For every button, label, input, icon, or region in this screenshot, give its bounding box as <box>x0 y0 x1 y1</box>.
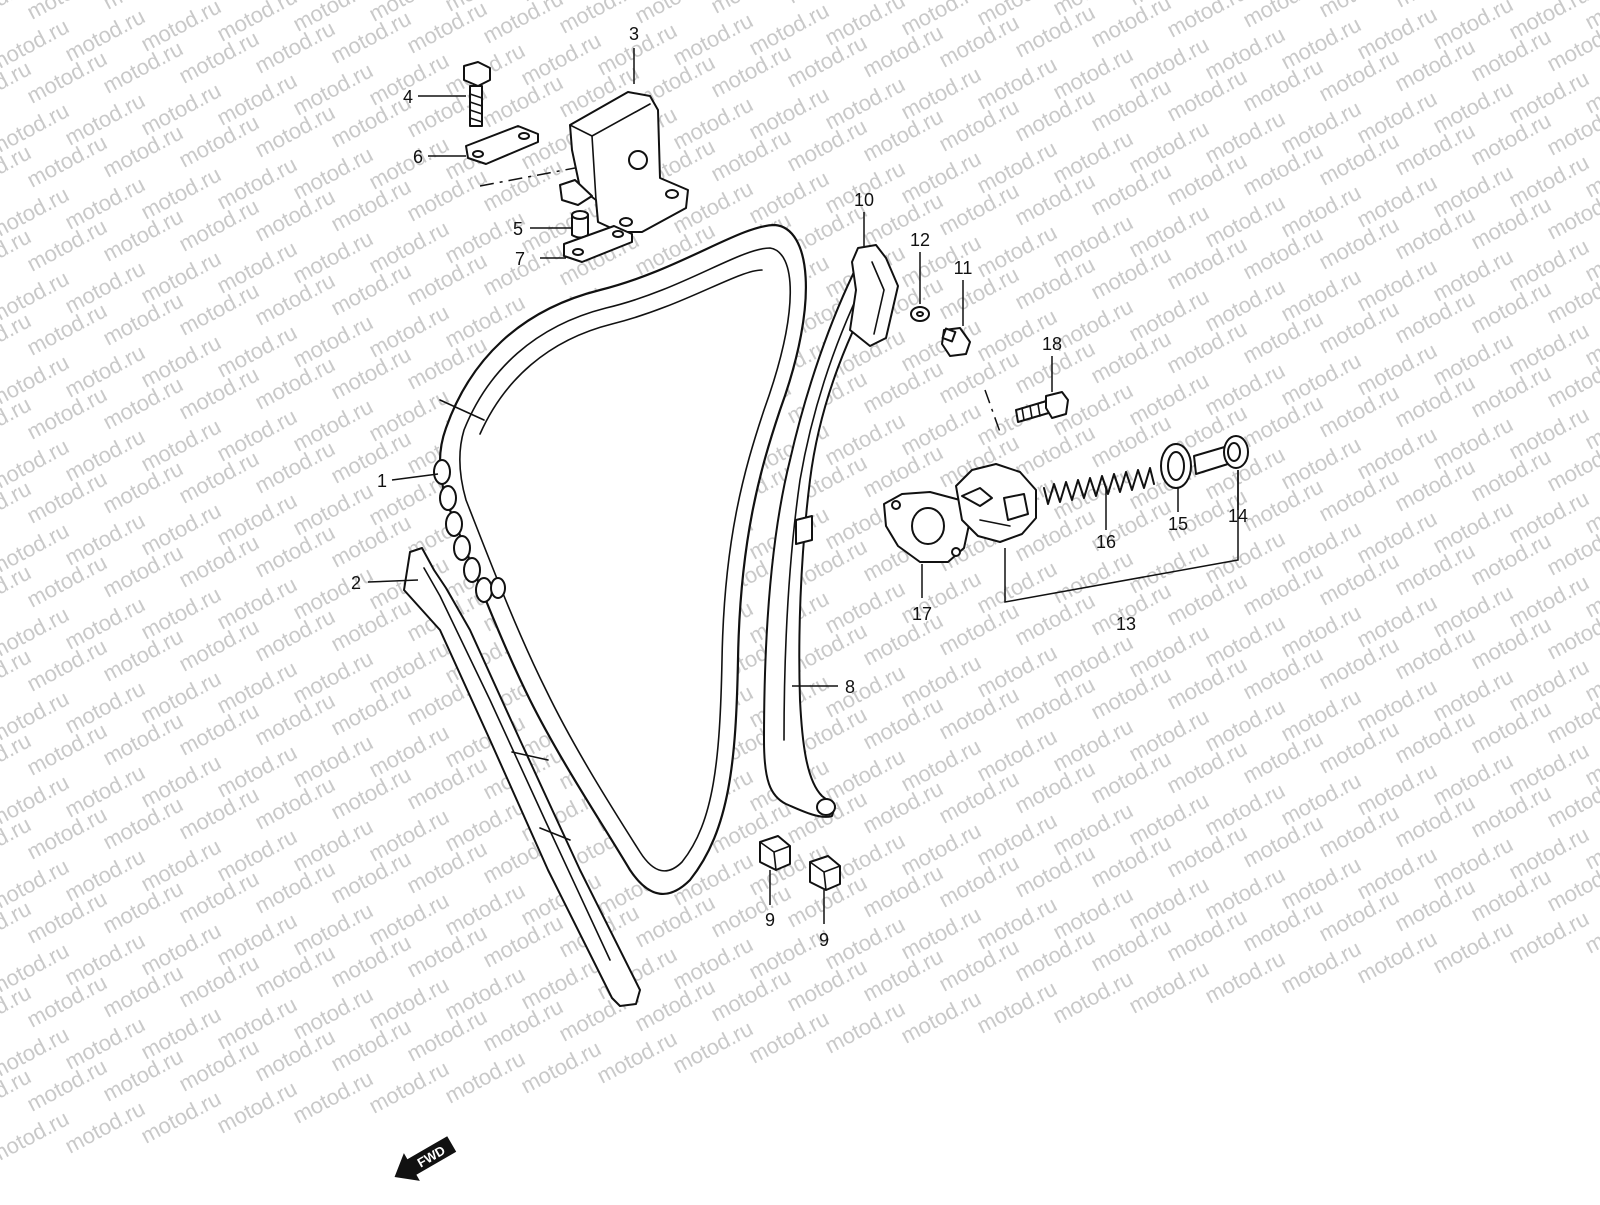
watermark-tile: motod.ru <box>1239 0 1327 32</box>
callout-4: 4 <box>403 87 413 107</box>
watermark-tile: motod.ru <box>1087 0 1175 52</box>
watermark-tile: motod.ru <box>631 0 719 28</box>
callout-12: 12 <box>910 230 930 250</box>
watermark-tile: motod.ru <box>1315 0 1403 22</box>
watermark-tile: motod.ru <box>1505 906 1593 969</box>
watermark-tile: motod.ru <box>61 1096 149 1159</box>
watermark-tile: motod.ru <box>669 1016 757 1079</box>
callout-5: 5 <box>513 219 523 239</box>
watermark-tile: motod.ru <box>137 1086 225 1149</box>
callout-17: 17 <box>912 604 932 624</box>
callout-18: 18 <box>1042 334 1062 354</box>
callout-10: 10 <box>854 190 874 210</box>
watermark-tile: motod.ru <box>1353 926 1441 989</box>
watermark-tile: motod.ru <box>365 1056 453 1119</box>
callout-16: 16 <box>1096 532 1116 552</box>
watermark-tile: motod.ru <box>403 0 491 58</box>
watermark-tile: motod.ru <box>1277 936 1365 999</box>
watermark-tile: motod.ru <box>1201 946 1289 1009</box>
watermark-tile: motod.ru <box>1049 966 1137 1029</box>
watermark-tile: motod.ru <box>1429 916 1517 979</box>
callout-9-left: 9 <box>765 910 775 930</box>
callout-7: 7 <box>515 249 525 269</box>
watermark-tile: motod.ru <box>593 1026 681 1089</box>
watermark-tile: motod.ru <box>441 1046 529 1109</box>
watermark-tile: motod.ru <box>1391 0 1479 12</box>
watermark-tile: motod.ru <box>707 0 795 18</box>
callout-3: 3 <box>629 24 639 44</box>
watermark-tile: motod.ru <box>99 0 187 14</box>
watermark-tile: motod.ru <box>23 0 111 24</box>
watermark-tile: motod.ru <box>479 0 567 48</box>
callout-9-right: 9 <box>819 930 829 950</box>
part-5-dowel <box>572 211 588 238</box>
part-9-damper-left <box>760 836 790 870</box>
watermark-tile: motod.ru <box>1163 0 1251 42</box>
part-9-damper-right <box>810 856 840 890</box>
callout-8: 8 <box>845 677 855 697</box>
watermark-tile: motod.ru <box>289 1066 377 1129</box>
watermark-tile: motod.ru <box>745 1006 833 1069</box>
watermark-tile: motod.ru <box>1125 956 1213 1019</box>
callout-13: 13 <box>1116 614 1136 634</box>
callout-1: 1 <box>377 471 387 491</box>
watermark-tile: motod.ru <box>973 976 1061 1039</box>
callout-15: 15 <box>1168 514 1188 534</box>
fwd-arrow-badge: FWD <box>387 1130 460 1191</box>
callout-6: 6 <box>413 147 423 167</box>
watermark-tile: motod.ru <box>213 1076 301 1139</box>
part-12-washer-hole <box>917 312 923 316</box>
watermark-tile: motod.ru <box>897 986 985 1049</box>
callout-14: 14 <box>1228 506 1248 526</box>
part-15-ring-inner <box>1168 452 1184 480</box>
callout-2: 2 <box>351 573 361 593</box>
callout-11: 11 <box>954 258 973 278</box>
watermark-tile: motod.ru <box>821 996 909 1059</box>
watermark-tile: motod.ru <box>783 0 871 8</box>
watermark-tile: motod.ru <box>517 1036 605 1099</box>
